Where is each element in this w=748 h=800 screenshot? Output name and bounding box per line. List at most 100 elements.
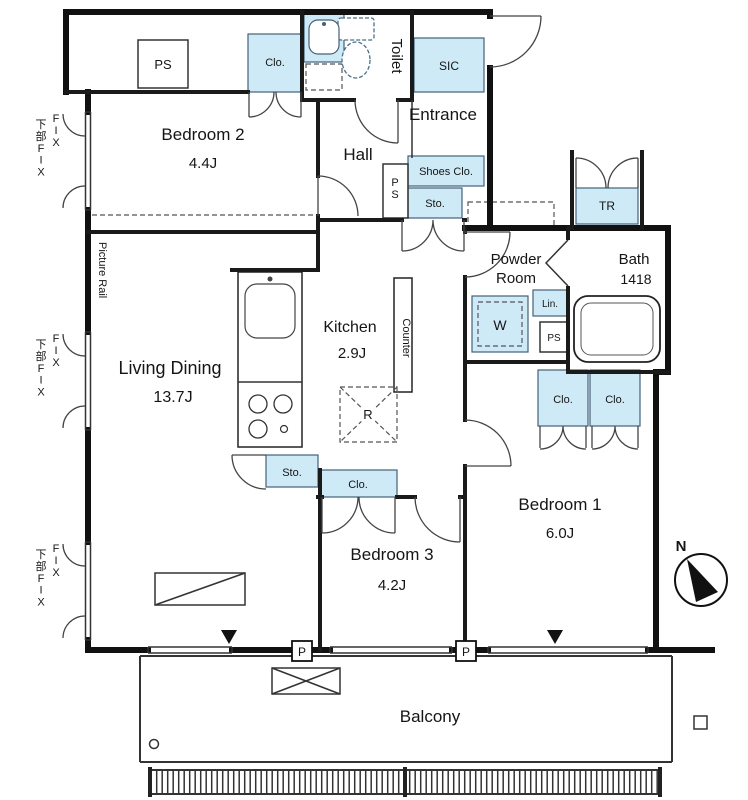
floor-hatch-box xyxy=(154,572,246,606)
label-bedroom2-size: 4.4J xyxy=(189,155,217,172)
south-windows xyxy=(147,646,649,654)
label-refrigerator: R xyxy=(363,407,372,422)
label-entrance: Entrance xyxy=(409,105,477,124)
washbasin-bowl xyxy=(308,19,340,55)
label-living-dining-size: 13.7J xyxy=(153,389,192,406)
closet-bedroom3-box xyxy=(319,469,398,498)
powder-ceiling-dash xyxy=(467,201,555,227)
bath-folding-door xyxy=(544,239,569,287)
balcony-structure xyxy=(139,655,708,797)
label-bedroom3-name: Bedroom 3 xyxy=(350,545,433,564)
label-bedroom1-size: 6.0J xyxy=(546,525,574,542)
bathtub xyxy=(573,295,661,363)
casement-window-arcs xyxy=(62,113,86,639)
windows xyxy=(62,111,649,654)
label-toilet: Toilet xyxy=(388,38,405,74)
basin-lower-dash xyxy=(305,63,343,91)
trunk-room-box xyxy=(575,187,639,225)
bedroom1-door-arc xyxy=(464,419,512,467)
linen-box xyxy=(532,289,568,317)
label-living-dining-name: Living Dining xyxy=(118,358,221,378)
bathtub-inner xyxy=(580,302,654,356)
label-linen: Lin. xyxy=(542,299,558,310)
label-sic: SIC xyxy=(439,59,459,73)
walls xyxy=(63,9,715,653)
label-bath-name: Bath xyxy=(619,251,650,268)
markers xyxy=(221,630,563,662)
stove-burner-1 xyxy=(248,394,268,414)
toilet-door-arc xyxy=(354,99,399,144)
north-needle-icon xyxy=(687,559,718,602)
washer-inner-dash xyxy=(477,301,523,347)
label-closet-bedroom1-b: Clo. xyxy=(605,394,625,406)
label-kitchen-size: 2.9J xyxy=(338,345,366,362)
closet-bedroom2-door-arcs xyxy=(248,91,302,118)
label-powder-line1: Powder xyxy=(491,251,542,268)
refrigerator-cross xyxy=(339,386,398,443)
label-pipe-space-bath: PS xyxy=(547,333,561,344)
railing-post-right xyxy=(658,767,662,797)
label-pipe-space-topleft: PS xyxy=(154,57,172,72)
kitchen-faucet xyxy=(267,276,273,282)
railing-post-left xyxy=(148,767,152,797)
bedroom2-door-arc xyxy=(317,175,359,217)
label-bedroom1-name: Bedroom 1 xyxy=(518,495,601,514)
bedroom3-door-arc xyxy=(414,496,461,543)
north-label: N xyxy=(676,538,687,555)
counter-bar xyxy=(393,277,413,393)
stove-knob xyxy=(279,424,289,434)
closet-bedroom1-box-b xyxy=(589,369,641,427)
label-closet-bedroom3: Clo. xyxy=(348,479,368,491)
water-heater-cross xyxy=(271,667,341,695)
storage-kitchen-door-arc xyxy=(231,454,267,490)
pillar-box-2 xyxy=(455,640,477,662)
label-storage-hall: Sto. xyxy=(425,198,445,210)
washbasin-faucet xyxy=(322,22,326,26)
stove-burner-3 xyxy=(248,419,268,439)
hatch-rect xyxy=(154,572,246,606)
closet-bedroom3-door-arcs xyxy=(321,496,396,534)
outer-walls xyxy=(63,9,715,653)
railing-post-mid xyxy=(403,767,407,797)
left-windows xyxy=(84,111,92,641)
inner-walls xyxy=(64,10,670,652)
label-closet-bedroom1-a: Clo. xyxy=(553,394,573,406)
powder-room-door-arc xyxy=(464,231,511,278)
fixtures xyxy=(154,17,661,606)
kitchen-sink xyxy=(244,283,296,339)
entrance-door-arc xyxy=(489,15,542,68)
pillar-box-1 xyxy=(291,640,313,662)
label-trunk-room: TR xyxy=(599,199,615,213)
storage-kitchen-box xyxy=(265,454,319,488)
label-pillar-1: P xyxy=(298,645,306,659)
storage-boxes xyxy=(247,13,641,498)
label-bedroom3-size: 4.2J xyxy=(378,577,406,594)
label-hall: Hall xyxy=(343,145,372,164)
vent-marker-right xyxy=(547,630,563,644)
label-bath-size: 1418 xyxy=(620,271,651,287)
refrigerator-outline xyxy=(339,386,398,443)
label-shoes-closet: Shoes Clo. xyxy=(419,166,473,178)
label-counter: Counter xyxy=(400,318,412,357)
hatch-diagonal xyxy=(154,572,246,606)
compass: N xyxy=(674,538,728,607)
closet-bedroom2-box xyxy=(247,33,303,93)
label-balcony: Balcony xyxy=(400,707,461,726)
balcony-outline xyxy=(139,655,673,763)
trunk-room-door-arcs xyxy=(575,157,639,189)
water-heater-box xyxy=(271,667,341,695)
washer-box xyxy=(471,295,529,353)
refrigerator-space xyxy=(339,386,398,443)
storage-hall-box xyxy=(407,187,463,219)
pipe-space-topleft-box xyxy=(137,39,189,89)
toilet-bowl xyxy=(341,41,371,79)
stove-burner-2 xyxy=(273,394,293,414)
labels: Bedroom 2 4.4J Hall Entrance Toilet SIC … xyxy=(36,38,652,726)
balcony-drain xyxy=(148,738,160,750)
